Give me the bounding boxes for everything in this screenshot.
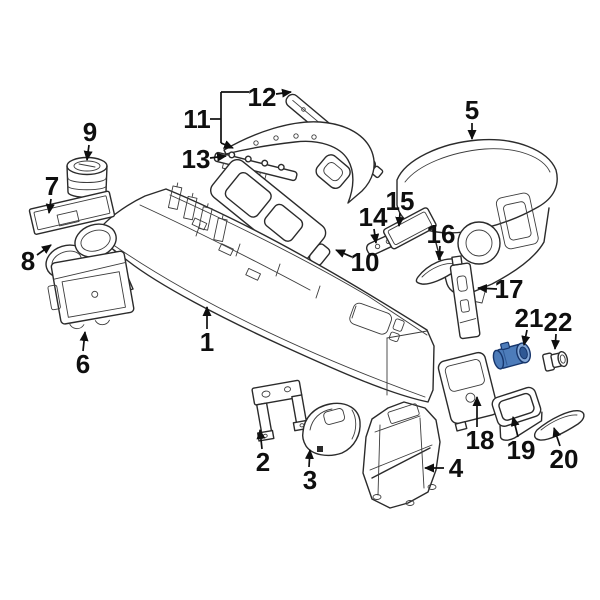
callout-arrow-17 xyxy=(477,283,498,293)
callout-arrow-3 xyxy=(304,449,314,468)
callout-arrow-12 xyxy=(275,88,292,98)
callout-label-3: 3 xyxy=(303,465,317,495)
callout-arrow-6 xyxy=(79,331,89,352)
callout-label-1: 1 xyxy=(200,327,214,357)
callout-label-4: 4 xyxy=(449,453,464,483)
callout-arrow-21 xyxy=(521,329,531,346)
part-6-holder xyxy=(47,250,135,330)
part-2-bracket xyxy=(251,379,311,442)
callout-arrow-19 xyxy=(510,416,520,438)
callout-label-8: 8 xyxy=(21,246,35,276)
part-21-power-socket-highlighted xyxy=(492,341,532,370)
callout-arrow-14 xyxy=(370,228,380,244)
part-4-support-bracket xyxy=(362,401,441,509)
part-5-armrest xyxy=(396,138,558,304)
callout-arrow-20 xyxy=(552,427,562,447)
callout-arrow-7 xyxy=(45,198,55,214)
callout-label-14: 14 xyxy=(359,202,388,232)
callout-label-5: 5 xyxy=(465,95,479,125)
part-19-storage-tray xyxy=(491,386,543,441)
callout-arrow-13 xyxy=(209,152,227,162)
callout-label-12: 12 xyxy=(248,82,277,112)
part-9-cup-insert xyxy=(66,156,108,198)
callout-label-10: 10 xyxy=(351,247,380,277)
callout-label-20: 20 xyxy=(550,444,579,474)
callout-arrow-16 xyxy=(435,245,445,261)
callout-label-2: 2 xyxy=(256,447,270,477)
callout-label-17: 17 xyxy=(495,274,524,304)
part-20-mat xyxy=(533,410,585,441)
callout-arrow-15 xyxy=(395,212,405,227)
callout-label-16: 16 xyxy=(427,219,456,249)
callout-label-18: 18 xyxy=(466,425,495,455)
part-18-rear-panel xyxy=(437,351,499,432)
callout-arrow-10 xyxy=(335,249,353,258)
part-17-bracket xyxy=(449,255,481,340)
callout-arrow-8 xyxy=(36,244,52,256)
callout-label-13: 13 xyxy=(182,144,211,174)
callout-label-22: 22 xyxy=(544,307,573,337)
callout-label-11: 11 xyxy=(183,104,211,134)
part-15-mat xyxy=(382,207,437,250)
callout-label-7: 7 xyxy=(45,171,59,201)
part-3-cover xyxy=(301,402,361,457)
part-7-tray xyxy=(28,190,116,235)
callout-arrow-2 xyxy=(256,429,266,450)
callout-arrow-9 xyxy=(83,144,93,161)
callout-label-6: 6 xyxy=(76,349,90,379)
callout-arrow-22 xyxy=(551,333,561,350)
part-11-side-trim xyxy=(223,121,375,204)
callout-arrow-11 xyxy=(220,140,234,149)
callout-label-19: 19 xyxy=(507,435,536,465)
callout-label-21: 21 xyxy=(515,303,544,333)
callout-label-9: 9 xyxy=(83,117,97,147)
part-22-socket-cap xyxy=(542,350,569,372)
callout-label-15: 15 xyxy=(386,186,415,216)
